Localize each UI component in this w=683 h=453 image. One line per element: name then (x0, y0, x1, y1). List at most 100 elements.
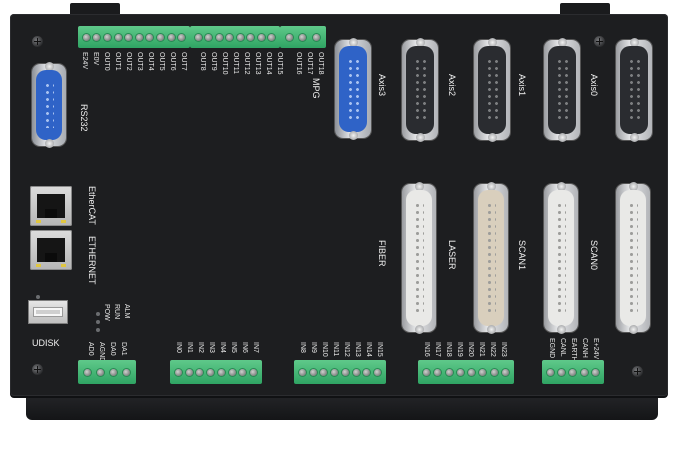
axis3-label: Axis3 (377, 74, 387, 97)
axis3-connector[interactable] (402, 38, 438, 142)
io-label: IN1 (186, 342, 193, 353)
io-label: DA1 (120, 342, 127, 356)
axis2-connector[interactable] (474, 38, 510, 142)
scan1-connector[interactable] (544, 182, 578, 334)
ethercat-label: EtherCAT (87, 186, 97, 225)
screw-icon (632, 366, 643, 377)
pow-led (96, 312, 100, 316)
io-label: EGND (548, 338, 555, 359)
io-label: OUT6 (169, 52, 176, 71)
io-label: OUT15 (276, 52, 283, 75)
io-label: OUT7 (180, 52, 187, 71)
io-label: IN0 (175, 342, 182, 353)
mounting-tab-right (560, 3, 610, 14)
io-label: IN2 (197, 342, 204, 353)
io-label: OUT10 (221, 52, 228, 75)
io-label: IN9 (310, 342, 317, 353)
io-label: IN18 (445, 342, 452, 357)
screw-icon (32, 364, 43, 375)
io-label: IN10 (321, 342, 328, 357)
io-label: IN21 (478, 342, 485, 357)
controller-front-panel: E24V E0V OUT0 OUT1 OUT2 OUT3 OUT4 OUT5 O… (10, 14, 668, 396)
io-label: OUT11 (232, 52, 239, 75)
mpg-db15-port[interactable] (335, 38, 371, 140)
ethercat-rj45-port[interactable] (30, 186, 72, 226)
io-label: IN8 (299, 342, 306, 353)
io-label: E+24V (592, 338, 599, 360)
io-label: IN13 (354, 342, 361, 357)
terminal-block-in-0[interactable] (170, 360, 262, 384)
io-label: OUT8 (199, 52, 206, 71)
alm-led (96, 328, 100, 332)
io-label: OUT14 (265, 52, 272, 75)
io-label: DA0 (109, 342, 116, 356)
screw-icon (32, 36, 43, 47)
ethernet-label: ETHERNET (87, 236, 97, 285)
terminal-block-out-8[interactable] (190, 26, 280, 48)
io-label: OUT17 (306, 52, 313, 75)
terminal-block-in-8[interactable] (294, 360, 386, 384)
scan1-label: SCAN1 (517, 240, 527, 271)
io-label: OUT2 (125, 52, 132, 71)
axis0-label: Axis0 (589, 74, 599, 97)
io-label: IN11 (332, 342, 339, 357)
io-label: OUT5 (158, 52, 165, 71)
io-label: OUT4 (147, 52, 154, 71)
io-label: IN20 (467, 342, 474, 357)
io-label: OUT16 (295, 52, 302, 75)
run-led (96, 320, 100, 324)
mpg-label: MPG (311, 78, 321, 99)
io-label: IN7 (252, 342, 259, 353)
io-label: OUT13 (254, 52, 261, 75)
io-label: IN14 (365, 342, 372, 357)
io-label: IN5 (230, 342, 237, 353)
io-label: OUT0 (103, 52, 110, 71)
terminal-block-analog[interactable] (78, 360, 136, 384)
laser-connector[interactable] (474, 182, 508, 334)
ethernet-rj45-port[interactable] (30, 230, 72, 270)
io-label: OUT9 (210, 52, 217, 71)
indicator-led (36, 295, 40, 299)
io-label: OUT1 (114, 52, 121, 71)
io-label: OUT3 (136, 52, 143, 71)
io-label: EARTH (570, 338, 577, 362)
screw-icon (594, 36, 605, 47)
axis1-label: Axis1 (517, 74, 527, 97)
terminal-block-out-16[interactable] (280, 26, 326, 48)
rs232-label: RS232 (79, 104, 89, 132)
io-label: IN4 (219, 342, 226, 353)
io-label: IN3 (208, 342, 215, 353)
io-label: AD0 (87, 342, 94, 356)
io-label: IN16 (423, 342, 430, 357)
led-label: ALM (123, 304, 130, 319)
udisk-usb-port[interactable] (28, 300, 68, 324)
io-label: IN17 (434, 342, 441, 357)
rs232-db9-port[interactable] (32, 62, 66, 148)
io-label: E0V (92, 52, 99, 66)
mounting-tab-left (70, 3, 120, 14)
scan0-connector[interactable] (616, 182, 650, 334)
laser-label: LASER (447, 240, 457, 270)
axis1-connector[interactable] (544, 38, 580, 142)
terminal-block-in-16[interactable] (418, 360, 514, 384)
led-label: POW (103, 304, 110, 321)
io-label: IN6 (241, 342, 248, 353)
terminal-block-out-0[interactable] (78, 26, 190, 48)
io-label: IN19 (456, 342, 463, 357)
io-label: IN22 (489, 342, 496, 357)
io-label: E24V (81, 52, 88, 70)
axis2-label: Axis2 (447, 74, 457, 97)
fiber-label: FIBER (377, 240, 387, 267)
axis0-connector[interactable] (616, 38, 652, 142)
io-label: IN12 (343, 342, 350, 357)
io-label: CANH (581, 338, 588, 358)
fiber-connector[interactable] (402, 182, 436, 334)
io-label: CANL (559, 338, 566, 357)
io-label: IN15 (376, 342, 383, 357)
io-label: OUT12 (243, 52, 250, 75)
terminal-block-power[interactable] (542, 360, 604, 384)
udisk-label: UDISK (32, 338, 60, 348)
scan0-label: SCAN0 (589, 240, 599, 271)
io-label: OUT18 (317, 52, 324, 75)
